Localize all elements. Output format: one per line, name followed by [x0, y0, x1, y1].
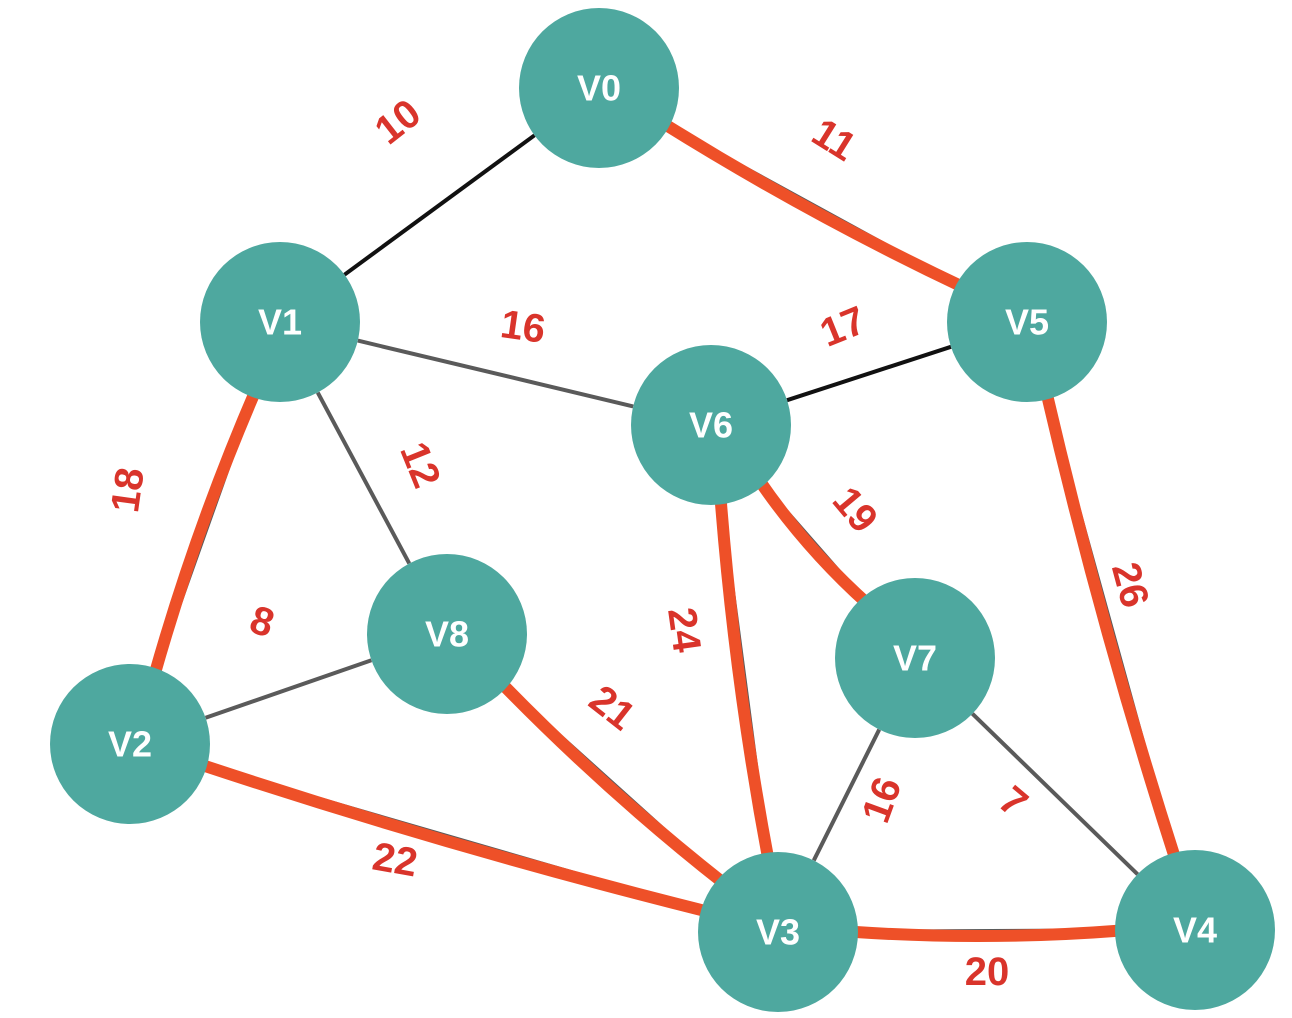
highlight-layer — [148, 116, 1182, 943]
edge-weight-label: 18 — [103, 465, 153, 515]
edge-weight-label: 19 — [824, 479, 886, 541]
edge-weight-label: 21 — [581, 677, 643, 739]
edge-weight-label: 16 — [498, 302, 548, 352]
node-v8: V8 — [367, 554, 527, 714]
edge-weight-label: 8 — [245, 598, 280, 647]
node-circle — [50, 664, 210, 824]
edge-v7-v4 — [970, 712, 1140, 876]
edge-weight-label: 17 — [814, 298, 872, 355]
node-circle — [947, 242, 1107, 402]
node-label: V3 — [756, 912, 800, 953]
node-label: V0 — [577, 68, 621, 109]
node-circle — [519, 8, 679, 168]
highlight-stroke-v1-v2 — [148, 383, 262, 683]
node-label: V1 — [258, 302, 302, 343]
edge-weight-label: 7 — [990, 778, 1035, 826]
weight-layer: 10 11 16 17 12 18 8 19 26 24 21 22 16 7 20 — [103, 91, 1157, 994]
node-circle — [200, 242, 360, 402]
node-v4: V4 — [1115, 850, 1275, 1010]
node-v7: V7 — [835, 578, 995, 738]
highlight-stroke-v3-v4 — [843, 924, 1129, 943]
highlight-stroke-v0-v5 — [656, 116, 970, 294]
node-v0: V0 — [519, 8, 679, 168]
node-v5: V5 — [947, 242, 1107, 402]
edge-v2-v8 — [204, 658, 373, 720]
node-v2: V2 — [50, 664, 210, 824]
highlight-stroke-v5-v4 — [1040, 385, 1182, 867]
node-label: V8 — [425, 614, 469, 655]
node-circle — [698, 852, 858, 1012]
node-v1: V1 — [200, 242, 360, 402]
edge-v1-v6 — [357, 338, 634, 409]
edge-weight-label: 22 — [369, 834, 420, 885]
edge-weight-label: 26 — [1103, 558, 1157, 612]
node-circle — [367, 554, 527, 714]
edge-weight-label: 12 — [391, 436, 448, 494]
node-label: V4 — [1173, 910, 1217, 951]
node-label: V7 — [893, 638, 937, 679]
node-label: V2 — [108, 724, 152, 765]
highlight-stroke-v2-v3 — [193, 758, 715, 918]
node-circle — [835, 578, 995, 738]
edge-weight-label: 20 — [965, 950, 1010, 994]
edge-weight-label: 16 — [854, 772, 911, 829]
node-label: V5 — [1005, 302, 1049, 343]
highlight-stroke-v8-v3 — [494, 676, 731, 890]
edge-v5-v6 — [786, 344, 952, 403]
highlight-stroke-v6-v7 — [752, 473, 874, 610]
edge-v1-v8 — [315, 391, 412, 565]
node-v3: V3 — [698, 852, 858, 1012]
node-label: V6 — [689, 405, 733, 446]
edge-weight-label: 24 — [659, 605, 709, 656]
highlight-stroke-v6-v3 — [714, 490, 775, 867]
edge-v7-v3 — [811, 728, 882, 862]
node-v6: V6 — [631, 345, 791, 505]
edge-v0-v1 — [343, 133, 536, 277]
edge-weight-label: 11 — [804, 110, 863, 170]
edge-weight-label: 10 — [367, 91, 429, 153]
node-circle — [1115, 850, 1275, 1010]
node-circle — [631, 345, 791, 505]
